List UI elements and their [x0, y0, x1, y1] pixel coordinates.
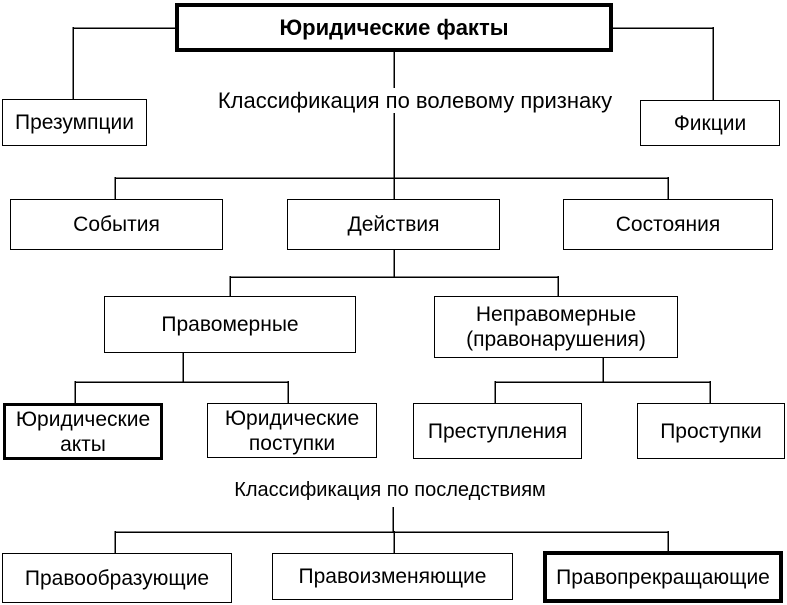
node-fictions: Фикции [640, 100, 780, 146]
node-right-changing: Правоизменяющие [272, 553, 513, 600]
node-right-forming: Правообразующие [2, 553, 232, 603]
node-states: Состояния [563, 199, 773, 250]
node-actions: Действия [287, 199, 500, 250]
node-legal-deeds: Юридические поступки [207, 403, 377, 458]
node-label: Презумпции [15, 111, 134, 134]
node-label: Правообразующие [24, 566, 210, 590]
node-label: Правопрекращающие [556, 565, 770, 589]
node-events: События [10, 199, 223, 250]
node-label: Фикции [673, 111, 747, 135]
node-label: Проступки [660, 419, 762, 443]
node-legal-acts: Юридические акты [3, 403, 163, 460]
node-label: Неправомерные (правонарушения) [466, 303, 646, 351]
node-presumptions: Презумпции [2, 99, 147, 146]
node-legal-facts: Юридические факты [175, 3, 613, 52]
node-label: Юридические акты [15, 407, 151, 456]
node-misdemeanors: Проступки [637, 403, 785, 459]
section-heading-consequences: Классификация по последствиям [234, 479, 546, 501]
node-right-terminating: Правопрекращающие [543, 551, 783, 603]
node-label: Действия [347, 213, 440, 236]
node-unlawful: Неправомерные (правонарушения) [434, 296, 678, 358]
node-label: Состояния [615, 213, 721, 236]
node-lawful: Правомерные [104, 296, 356, 353]
node-label: События [73, 213, 160, 236]
node-crimes: Преступления [413, 403, 582, 459]
connector-group [72, 27, 714, 554]
node-label: Правомерные [161, 313, 299, 336]
node-label: Преступления [427, 419, 568, 443]
node-label: Юридические поступки [224, 406, 360, 455]
node-label: Правоизменяющие [298, 565, 487, 588]
section-heading-volitional: Классификация по волевому признаку [217, 88, 613, 113]
node-label: Юридические факты [279, 15, 509, 40]
